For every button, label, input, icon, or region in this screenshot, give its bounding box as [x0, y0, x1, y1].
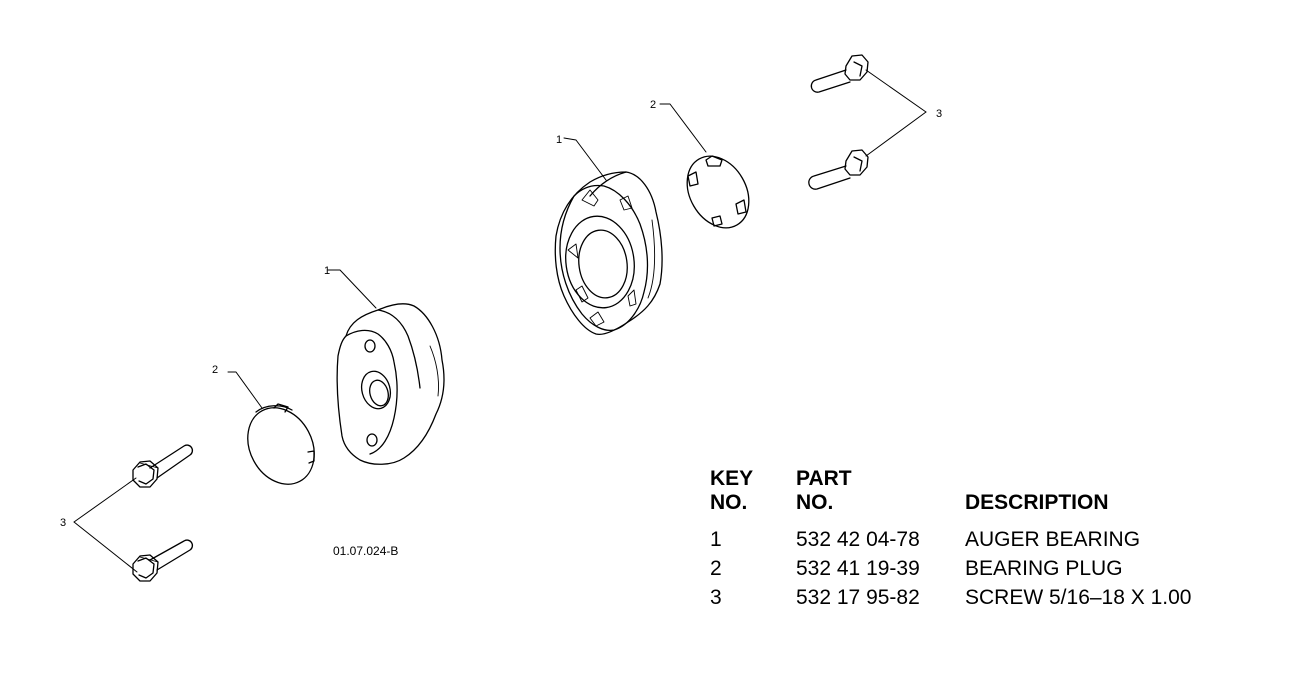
callout-plug-upper: 2	[650, 99, 656, 111]
screw-upper-right-a	[810, 54, 869, 93]
bearing-plug-upper	[686, 155, 750, 229]
row-description: AUGER BEARING	[965, 528, 1141, 551]
row-key: 2	[710, 557, 722, 580]
row-part-no: 532 41 19-39	[796, 557, 920, 580]
row-key: 3	[710, 586, 722, 609]
drawing-id: 01.07.024-B	[333, 544, 399, 558]
callout-plug-lower: 2	[212, 364, 218, 376]
leader-bearing-lower	[327, 269, 377, 309]
callout-bearing-upper: 1	[556, 134, 562, 146]
leader-bearing-upper	[563, 137, 607, 181]
leader-screws-upper	[865, 69, 927, 157]
header-part-no: PART NO.	[796, 467, 852, 514]
screw-lower-left-a	[132, 444, 194, 488]
callout-screws-upper: 3	[936, 108, 942, 120]
row-description: BEARING PLUG	[965, 557, 1123, 580]
parts-table: KEY NO. PART NO. DESCRIPTION 1 532 42 04…	[710, 467, 1235, 612]
header-key-no: KEY NO.	[710, 467, 754, 514]
bearing-plug-lower	[247, 403, 315, 485]
callout-bearing-lower: 1	[324, 265, 330, 277]
header-description: DESCRIPTION	[965, 491, 1109, 514]
auger-bearing-lower	[336, 303, 445, 465]
leader-plug-lower	[227, 371, 263, 409]
table-row: 3 532 17 95-82 SCREW 5/16–18 X 1.00	[710, 583, 1235, 612]
row-description: SCREW 5/16–18 X 1.00	[965, 586, 1192, 609]
row-part-no: 532 17 95-82	[796, 586, 920, 609]
table-row: 1 532 42 04-78 AUGER BEARING	[710, 525, 1235, 554]
screw-upper-right-b	[808, 149, 869, 190]
row-key: 1	[710, 528, 722, 551]
leader-screws-lower	[73, 477, 138, 573]
parts-table-header: KEY NO. PART NO. DESCRIPTION	[710, 467, 1235, 525]
table-row: 2 532 41 19-39 BEARING PLUG	[710, 554, 1235, 583]
callout-screws-lower: 3	[60, 517, 66, 529]
row-part-no: 532 42 04-78	[796, 528, 920, 551]
leader-plug-upper	[659, 103, 707, 153]
screw-lower-left-b	[132, 539, 194, 582]
auger-bearing-upper	[554, 171, 663, 336]
